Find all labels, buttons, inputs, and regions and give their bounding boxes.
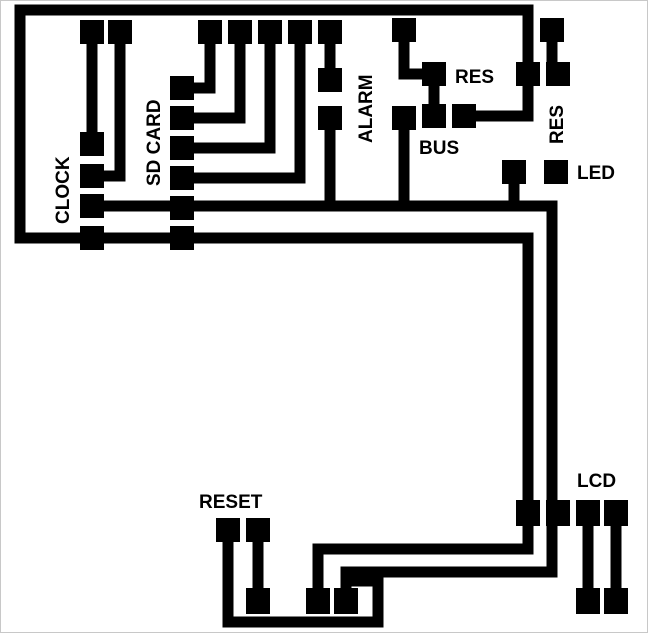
pad-bus-3: [452, 104, 476, 128]
pad-res-1: [422, 62, 446, 86]
pad-alarm-1: [318, 68, 342, 92]
pad-reset-top-2: [246, 518, 270, 542]
pad-sd-5: [170, 196, 194, 220]
trace-sd-3: [176, 26, 276, 154]
label-sd-card: SD CARD: [144, 99, 165, 186]
pad-reset-bot: [246, 588, 270, 614]
label-alarm: ALARM: [356, 74, 377, 143]
trace-sd-4: [176, 26, 306, 184]
pad-sd-2: [170, 106, 194, 130]
pad-clock-1: [80, 132, 104, 156]
label-clock: CLOCK: [53, 156, 74, 224]
pad-conn-1: [306, 588, 330, 614]
pad-bus-1: [392, 106, 416, 130]
pad-sd-1: [170, 76, 194, 100]
pad-sd-6: [170, 226, 194, 250]
pad-lcd-top-4: [604, 500, 628, 526]
pad-alarm-2: [318, 106, 342, 130]
pads: [80, 18, 628, 614]
pad-sd-top-2: [228, 20, 252, 44]
pad-clock-3: [80, 194, 104, 218]
label-led: LED: [577, 163, 615, 184]
pad-led-1: [502, 160, 526, 184]
pad-lcd-bot-2: [604, 588, 628, 614]
trace-sd-2: [176, 26, 246, 124]
labels: CLOCK SD CARD ALARM RES BUS RES LED LCD …: [53, 67, 616, 513]
pad-lcd-top-3: [576, 500, 600, 526]
label-lcd: LCD: [577, 471, 616, 492]
pad-sd-3: [170, 136, 194, 160]
pad-res-right-1: [546, 62, 570, 86]
trace-lcd-a: [312, 506, 534, 606]
pad-clock-top-1: [80, 20, 104, 44]
trace-reset-loop: [222, 524, 384, 628]
label-bus: BUS: [419, 138, 459, 159]
trace-outer-loop: [14, 4, 534, 244]
pad-bus-2: [422, 104, 446, 128]
trace-bus-jumper: [398, 24, 440, 122]
pad-conn-2: [334, 588, 358, 614]
trace-bus-2: [86, 232, 534, 518]
pad-res-right-top: [540, 18, 564, 42]
pad-bus-top: [392, 18, 416, 42]
label-reset: RESET: [199, 492, 263, 513]
label-res-top: RES: [455, 67, 494, 88]
pad-sd-top-4: [288, 20, 312, 44]
trace-res-link: [458, 68, 534, 122]
pad-reset-top-1: [216, 518, 240, 542]
label-res-right: RES: [547, 105, 568, 144]
pad-sd-top-1: [198, 20, 222, 44]
pad-lcd-bot-1: [576, 588, 600, 614]
trace-bus-1: [86, 200, 558, 518]
pad-lcd-top-2: [546, 500, 570, 526]
pad-sd-top-3: [258, 20, 282, 44]
pad-res-2: [516, 62, 540, 86]
pad-lcd-top-1: [516, 500, 540, 526]
pad-sd-4: [170, 166, 194, 190]
pad-clock-2: [80, 164, 104, 188]
pad-sd-top-5: [318, 20, 342, 44]
pad-clock-top-2: [108, 20, 132, 44]
pad-led-2: [544, 160, 568, 184]
pad-clock-4: [80, 226, 104, 250]
